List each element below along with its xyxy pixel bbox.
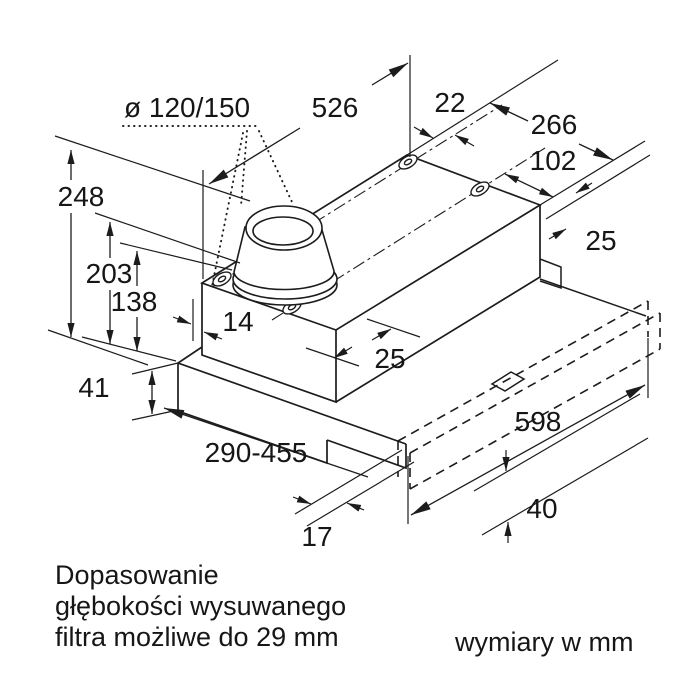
dimension-panel-height: 41 [78, 362, 179, 421]
dim-25-mid-label: 25 [374, 343, 405, 374]
adjustment-note: Dopasowanie głębokości wysuwanego filtra… [55, 560, 346, 652]
dimension-body-width: 526 [202, 55, 411, 279]
dimension-rail-offset: 17 [292, 449, 415, 552]
dimension-height-no-collar: 203 [81, 212, 241, 362]
duct-collar [232, 205, 338, 306]
screw-icon [398, 154, 418, 170]
drawer-handle [490, 371, 526, 392]
dimension-body-height: 138 [111, 242, 233, 351]
dim-203-label: 203 [86, 258, 133, 289]
adjustment-note-line3: filtra możliwe do 29 mm [55, 622, 339, 652]
dim-40-label: 40 [526, 493, 557, 524]
dimension-total-height: 248 [47, 135, 251, 366]
screw-icon [212, 271, 232, 287]
duct-diameter-callout: ø 120/150 [122, 92, 293, 287]
screw-icon [470, 181, 490, 197]
dimension-body-depth: 266 [489, 102, 646, 206]
dim-526-label: 526 [312, 92, 359, 123]
dimension-front-edge-offset: 25 [545, 154, 651, 256]
dim-22-label: 22 [434, 87, 465, 118]
dim-102-label: 102 [530, 145, 577, 176]
dimension-outlet-offset: 102 [504, 145, 577, 198]
units-note: wymiary w mm [454, 627, 633, 657]
adjustment-note-line2: głębokości wysuwanego [55, 591, 346, 621]
dim-290-455-label: 290-455 [205, 437, 308, 468]
dimension-panel-width: 598 [407, 338, 649, 524]
mounting-bracket [539, 258, 562, 290]
dim-266-label: 266 [531, 109, 578, 140]
duct-diameter-label: ø 120/150 [124, 92, 250, 123]
dimension-left-gap: 14 [172, 299, 254, 341]
dim-14-label: 14 [222, 306, 253, 337]
dim-17-label: 17 [301, 521, 332, 552]
dimension-depth-range: 290-455 [163, 407, 369, 478]
dimension-front-recess: 25 [305, 318, 421, 374]
extended-drawer-dashed [397, 300, 661, 490]
dim-41-label: 41 [78, 372, 109, 403]
dim-598-label: 598 [515, 406, 562, 437]
dimension-panel-front-height: 40 [473, 393, 649, 543]
adjustment-note-line1: Dopasowanie [55, 560, 219, 590]
dim-138-label: 138 [111, 286, 158, 317]
dimension-back-offset: 22 [406, 59, 559, 156]
dim-248-label: 248 [58, 181, 105, 212]
dim-25-right-label: 25 [585, 225, 616, 256]
